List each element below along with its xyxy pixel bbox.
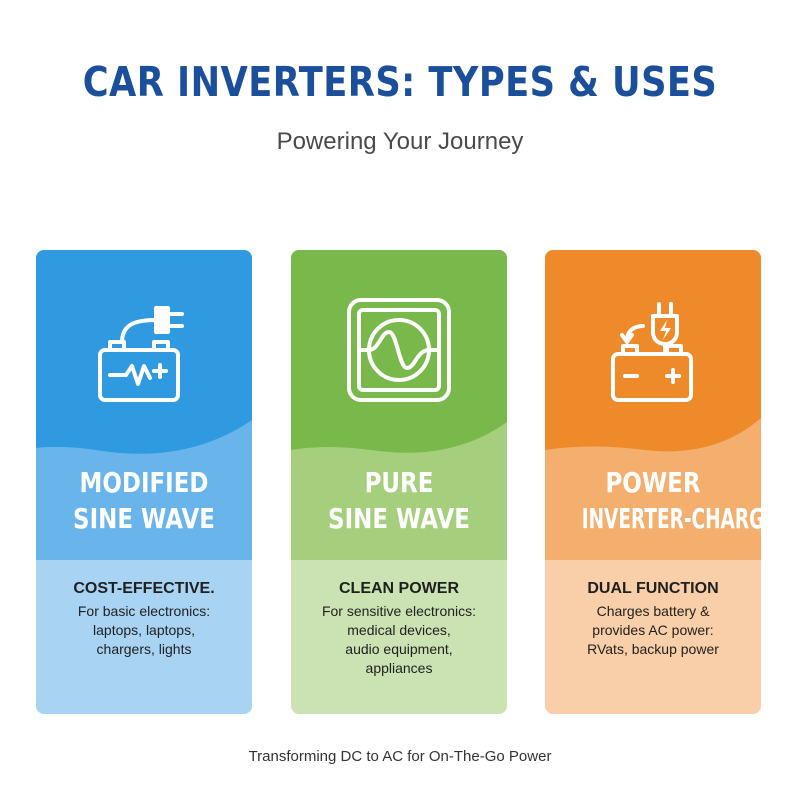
card-description-line: chargers, lights (96, 641, 192, 657)
card-modified-sine-wave: MODIFIED SINE WAVE COST-EFFECTIVE. For b… (36, 250, 252, 714)
card-info-band (36, 560, 252, 714)
card-heading: CLEAN POWER (339, 580, 459, 597)
page-subtitle: Powering Your Journey (276, 128, 524, 155)
card-title-line1: POWER (605, 466, 701, 499)
card-description-line: audio equipment, (345, 641, 453, 657)
sine-wave-display-icon (347, 298, 451, 402)
card-wave-divider (545, 250, 761, 452)
card-title-line2: INVERTER-CHARGER (581, 502, 761, 535)
card-title-line1: PURE (364, 466, 434, 499)
card-title-line2: SINE WAVE (73, 502, 215, 535)
card-title-line2: SINE WAVE (328, 502, 470, 535)
card-heading: DUAL FUNCTION (587, 580, 719, 597)
card-description-line: appliances (365, 660, 433, 676)
card-info-band (291, 560, 507, 714)
card-description-line: laptops, laptops, (93, 622, 195, 638)
card-description-line: Charges battery & (596, 603, 710, 619)
card-pure-sine-wave: PURE SINE WAVE CLEAN POWER For sensitive… (291, 250, 507, 714)
card-description-line: For sensitive electronics: (321, 603, 477, 619)
card-description-line: medical devices, (347, 622, 451, 638)
card-power-inverter-charger: POWER INVERTER-CHARGER DUAL FUNCTION Cha… (545, 250, 761, 714)
card-info-band (545, 560, 761, 714)
battery-plug-wave-icon (98, 306, 184, 402)
battery-charging-plug-icon (611, 302, 693, 402)
card-description: For sensitive electronics: medical devic… (291, 602, 507, 678)
page-footer: Transforming DC to AC for On-The-Go Powe… (248, 748, 552, 765)
card-description: Charges battery & provides AC power: RVa… (545, 602, 761, 659)
card-description-line: provides AC power: (592, 622, 714, 638)
card-description-line: For basic electronics: (77, 603, 211, 619)
page-title: CAR INVERTERS: TYPES & USES (82, 58, 718, 106)
card-description-line: RVats, backup power (587, 641, 719, 657)
card-description: For basic electronics: laptops, laptops,… (36, 602, 252, 659)
card-heading: COST-EFFECTIVE. (73, 580, 215, 597)
card-title-line1: MODIFIED (79, 466, 209, 499)
